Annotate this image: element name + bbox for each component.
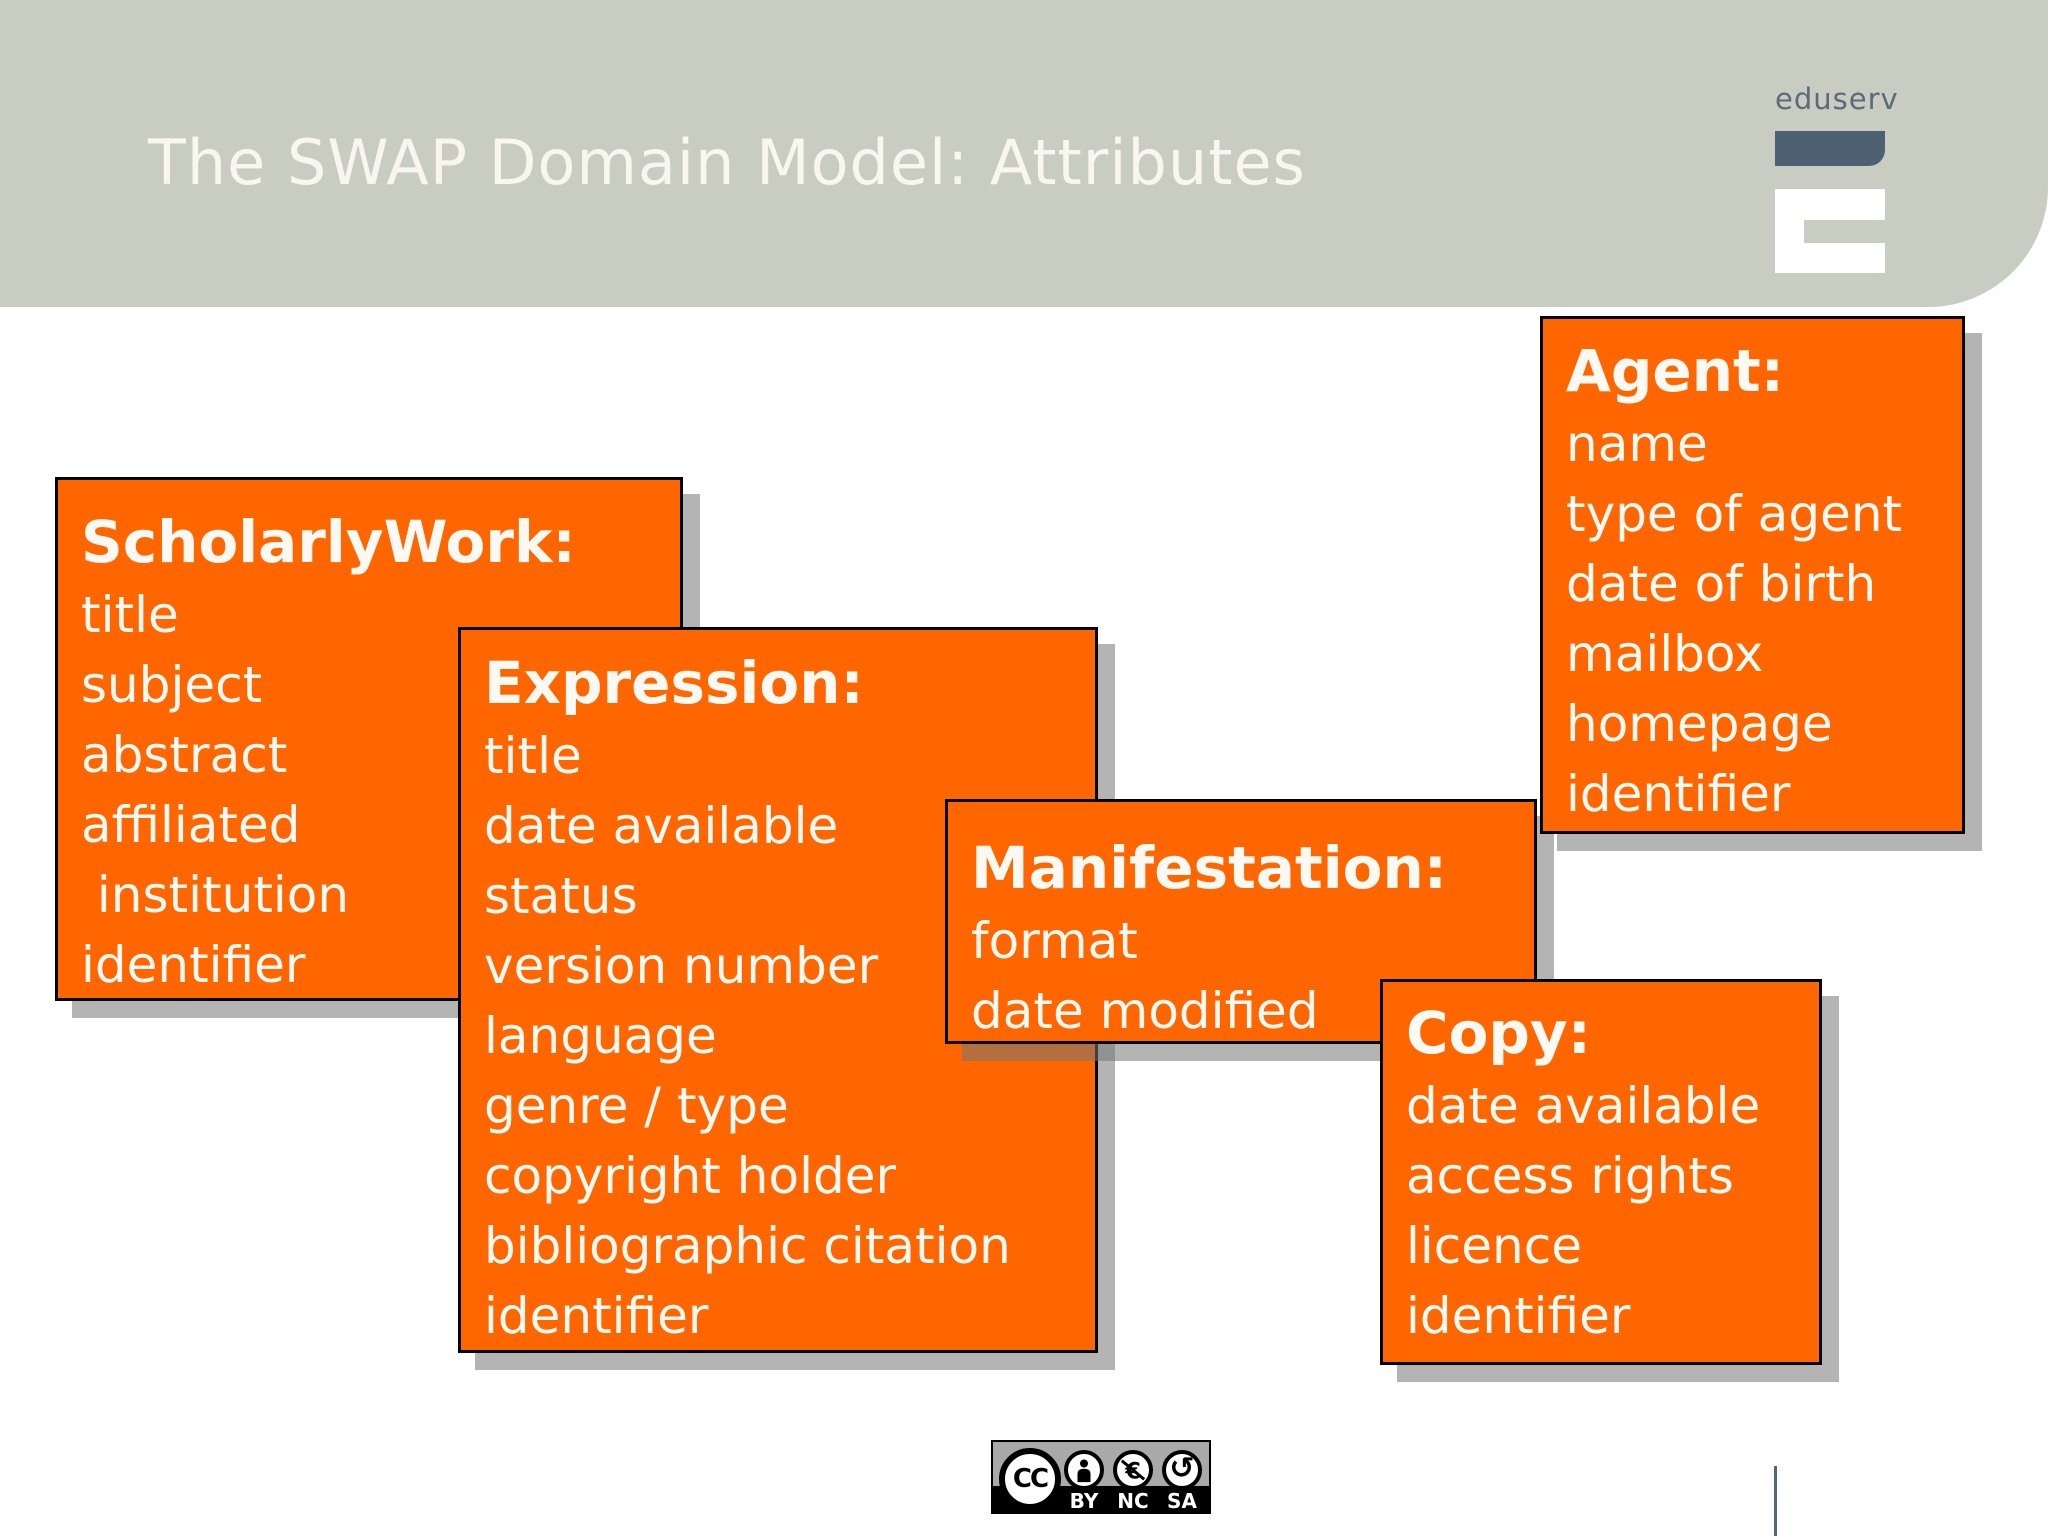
attribute-item: date available <box>1406 1077 1761 1135</box>
entity-box-agent: Agent: name type of agent date of birth … <box>1540 316 1965 834</box>
cc-by-label: BY <box>1069 1489 1099 1513</box>
attribute-item: date modified <box>971 982 1319 1040</box>
attribute-item: homepage <box>1566 695 1833 753</box>
attribute-item: name <box>1566 415 1708 473</box>
attribute-item: mailbox <box>1566 625 1764 683</box>
header-band <box>0 0 2048 307</box>
entity-heading: ScholarlyWork: <box>81 508 576 576</box>
attribute-item: copyright holder <box>484 1147 897 1205</box>
attribute-item: subject <box>81 656 263 714</box>
attribute-item: date of birth <box>1566 555 1877 613</box>
attribute-item: abstract <box>81 726 288 784</box>
attribute-item: version number <box>484 937 879 995</box>
attribute-item: institution <box>81 866 350 924</box>
footer-divider-line <box>1774 1466 1777 1536</box>
attribute-item: language <box>484 1007 717 1065</box>
attribute-item: identifier <box>81 936 306 994</box>
attribute-item: bibliographic citation <box>484 1217 1011 1275</box>
attribute-item: title <box>484 727 582 785</box>
attribute-item: identifier <box>1566 765 1791 823</box>
cc-by-person-icon <box>1064 1450 1104 1490</box>
eduserv-logo-bar <box>1775 131 1885 166</box>
entity-heading: Expression: <box>484 649 864 717</box>
attribute-item: genre / type <box>484 1077 789 1135</box>
entity-heading: Agent: <box>1566 337 1784 405</box>
attribute-item: identifier <box>484 1287 709 1345</box>
entity-heading: Copy: <box>1406 999 1591 1067</box>
cc-license-badge: CC € ↺ BY NC SA <box>991 1440 1211 1514</box>
cc-nc-label: NC <box>1117 1489 1149 1513</box>
cc-sa-label: SA <box>1167 1489 1197 1513</box>
attribute-item: licence <box>1406 1217 1582 1275</box>
eduserv-logo-text: eduserv <box>1775 82 1899 116</box>
eduserv-logo-e-icon <box>1775 189 1885 273</box>
slide-title: The SWAP Domain Model: Attributes <box>148 126 1306 199</box>
attribute-item: status <box>484 867 638 925</box>
attribute-item: access rights <box>1406 1147 1734 1205</box>
attribute-item: affiliated <box>81 796 301 854</box>
attribute-item: title <box>81 586 179 644</box>
cc-nc-no-euro-icon: € <box>1113 1450 1153 1490</box>
attribute-item: format <box>971 912 1138 970</box>
attribute-item: date available <box>484 797 839 855</box>
entity-heading: Manifestation: <box>971 834 1447 902</box>
attribute-item: identifier <box>1406 1287 1631 1345</box>
eduserv-logo-e-notch <box>1804 220 1885 243</box>
cc-logo-icon: CC <box>999 1448 1061 1510</box>
entity-box-copy: Copy: date available access rights licen… <box>1380 979 1822 1365</box>
attribute-item: type of agent <box>1566 485 1903 543</box>
cc-sa-share-alike-icon: ↺ <box>1162 1450 1202 1490</box>
